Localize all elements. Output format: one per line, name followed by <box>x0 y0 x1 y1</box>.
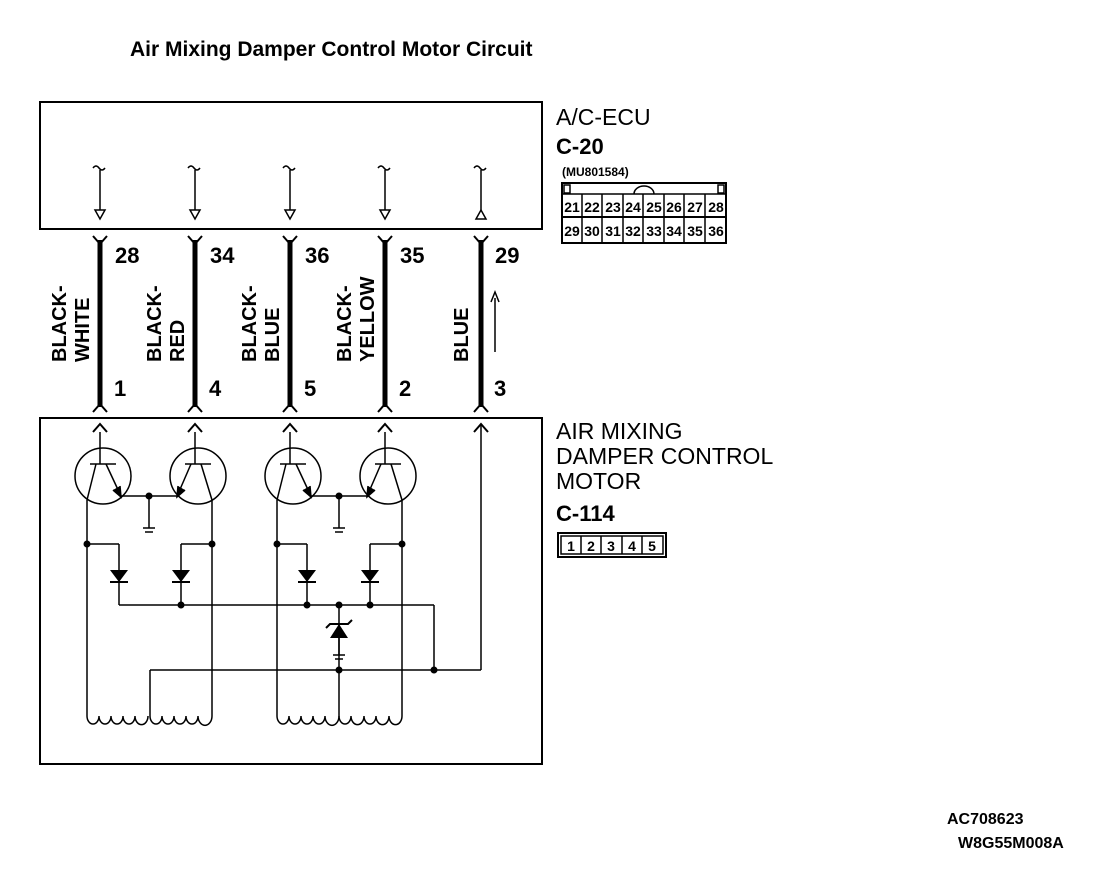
current-direction-arrow-icon <box>490 289 500 352</box>
motor-internal-wiring <box>86 424 482 716</box>
transistor-icon <box>359 432 417 505</box>
ecu-name: A/C-ECU <box>556 104 651 130</box>
motor-coil-icon <box>86 715 213 727</box>
ecu-box <box>39 101 543 230</box>
motor-pin-number: 3 <box>494 376 506 401</box>
ecu-connector-face: 21 22 23 24 25 26 27 28 29 30 31 32 33 3… <box>561 182 727 244</box>
ecu-pin-number: 29 <box>495 243 519 268</box>
wire-color-label: BLACK- <box>334 285 356 362</box>
motor-pin-number: 1 <box>114 376 126 401</box>
ecu-pin-cell: 34 <box>666 223 682 239</box>
ecu-pin-number: 34 <box>210 243 235 268</box>
ecu-pin-cell: 29 <box>564 223 580 239</box>
ecu-pin-cell: 25 <box>646 199 662 215</box>
wire-color-label: BLUE <box>262 308 284 362</box>
wire-color-label: RED <box>167 320 189 362</box>
diode-icon <box>172 570 190 583</box>
wire-color-label: BLUE <box>451 308 473 362</box>
ecu-pin-cell: 22 <box>584 199 600 215</box>
ecu-pin-number: 35 <box>400 243 424 268</box>
ecu-pin-cell: 28 <box>708 199 724 215</box>
motor-pin-cell: 1 <box>567 538 575 554</box>
ecu-pin-cell: 27 <box>687 199 703 215</box>
motor-name-line: DAMPER CONTROL <box>556 443 773 469</box>
ecu-pin-cell: 23 <box>605 199 621 215</box>
ecu-pin-cell: 31 <box>605 223 621 239</box>
transistor-icon <box>264 432 322 505</box>
ecu-pin-cell: 33 <box>646 223 662 239</box>
ecu-connector-code: C-20 <box>556 134 604 159</box>
transistor-icon <box>74 432 132 505</box>
ecu-pin-cell: 26 <box>666 199 682 215</box>
motor-connector-face: 1 2 3 4 5 <box>557 532 667 558</box>
wire-color-label: WHITE <box>72 298 94 362</box>
ecu-pin-cell: 24 <box>625 199 641 215</box>
motor-pin-cell: 2 <box>587 538 595 554</box>
motor-coil-icon <box>276 715 403 727</box>
reference-code: W8G55M008A <box>958 835 1064 852</box>
reference-code: AC708623 <box>947 811 1024 828</box>
motor-pin-cell: 3 <box>607 538 615 554</box>
motor-pin-cell: 4 <box>628 538 636 554</box>
ecu-pin-cell: 30 <box>584 223 600 239</box>
ecu-internal-terminals <box>92 165 488 221</box>
ecu-part-number: (MU801584) <box>562 165 629 179</box>
motor-name-line: AIR MIXING <box>556 418 683 444</box>
ecu-pin-cell: 32 <box>625 223 641 239</box>
diode-icon <box>361 570 379 583</box>
wire-color-label: BLACK- <box>49 285 71 362</box>
ecu-pin-number: 36 <box>305 243 329 268</box>
motor-box <box>39 417 543 765</box>
junction-dots <box>83 492 438 674</box>
harness-wires <box>92 235 489 433</box>
diagram-title: Air Mixing Damper Control Motor Circuit <box>130 38 533 61</box>
motor-pin-number: 2 <box>399 376 411 401</box>
ecu-pin-number: 28 <box>115 243 139 268</box>
wire-color-label: YELLOW <box>357 276 379 362</box>
zener-diode-icon <box>325 619 353 638</box>
ecu-pin-cell: 21 <box>564 199 580 215</box>
diode-icon <box>110 570 128 583</box>
wire-color-label: BLACK- <box>239 285 261 362</box>
motor-name-line: MOTOR <box>556 468 641 494</box>
ecu-pin-cell: 35 <box>687 223 703 239</box>
diode-icon <box>298 570 316 583</box>
motor-pin-cell: 5 <box>648 538 656 554</box>
motor-pin-number: 5 <box>304 376 316 401</box>
transistor-icon <box>169 432 227 505</box>
motor-connector-code: C-114 <box>556 501 615 526</box>
wire-color-label: BLACK- <box>144 285 166 362</box>
motor-pin-number: 4 <box>209 376 222 401</box>
ecu-pin-cell: 36 <box>708 223 724 239</box>
